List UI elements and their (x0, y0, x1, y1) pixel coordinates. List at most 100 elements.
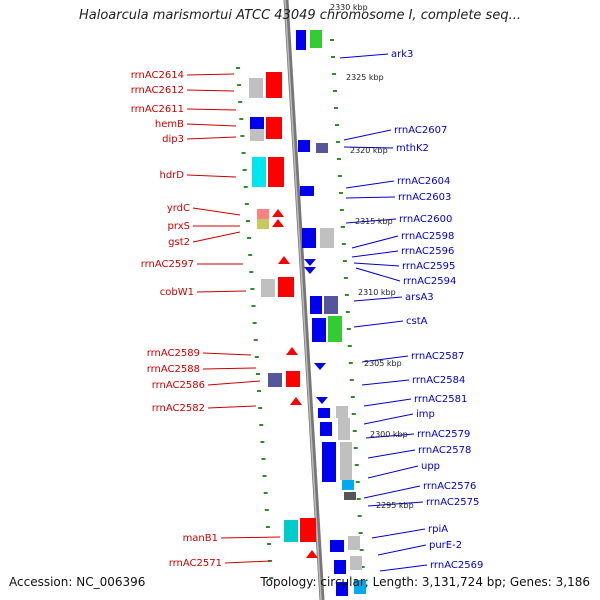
kbp-label: 2315 kbp (355, 217, 393, 226)
gene-arrow-down (302, 228, 316, 248)
gene-arrow-down (298, 140, 310, 152)
gene-box (338, 418, 350, 440)
gene-triangle (304, 259, 316, 266)
right-connector (353, 296, 403, 302)
left-connector (186, 108, 237, 111)
right-connector (371, 528, 426, 539)
right-connector (353, 320, 404, 328)
right-connector (365, 433, 415, 439)
right-connector (343, 146, 394, 149)
left-gene-label: manB1 (183, 533, 218, 544)
left-gene-label: rrnAC2586 (152, 380, 205, 391)
right-gene-label: rrnAC2607 (394, 125, 447, 136)
right-gene-label: rrnAC2596 (401, 246, 454, 257)
gene-box (257, 219, 269, 229)
left-connector (220, 536, 281, 539)
right-connector (343, 129, 392, 141)
left-connector (186, 73, 235, 76)
right-gene-label: purE-2 (429, 540, 462, 551)
gene-box (249, 78, 263, 98)
gene-box (250, 129, 264, 141)
left-connector (192, 207, 241, 216)
right-connector (361, 355, 409, 363)
kbp-label: 2310 kbp (358, 288, 396, 297)
gene-box (354, 580, 366, 594)
gene-triangle (304, 267, 316, 274)
gene-box (342, 480, 354, 490)
gene-triangle (290, 397, 302, 405)
gene-arrow-up (266, 72, 282, 98)
gene-box (344, 492, 356, 500)
right-gene-label: rrnAC2569 (430, 560, 483, 571)
left-connector (186, 174, 237, 178)
tick-marks (236, 39, 366, 585)
gene-box (310, 30, 322, 48)
right-connector (355, 267, 401, 282)
right-gene-label: rrnAC2579 (417, 429, 470, 440)
left-gene-label: cobW1 (160, 287, 194, 298)
gene-arrow-down (320, 422, 332, 436)
gene-arrow-down (336, 582, 348, 596)
gene-arrow-down (296, 30, 306, 50)
right-gene-label: rrnAC2581 (414, 394, 467, 405)
left-gene-label: rrnAC2571 (169, 558, 222, 569)
gene-triangle (272, 209, 284, 217)
backbone-line (283, 0, 325, 600)
right-connector (363, 485, 421, 499)
map-title: Haloarcula marismortui ATCC 43049 chromo… (79, 8, 521, 23)
left-gene-label: rrnAC2611 (131, 104, 184, 115)
right-gene-label: rrnAC2595 (402, 261, 455, 272)
right-gene-labels: ark3rrnAC2607mthK2rrnAC2604rrnAC2603rrnA… (339, 49, 483, 572)
gene-arrow-up (278, 277, 294, 297)
gene-box (284, 520, 298, 542)
right-connector (367, 465, 419, 479)
right-gene-label: rrnAC2600 (399, 214, 452, 225)
left-gene-label: rrnAC2612 (131, 85, 184, 96)
right-connector (351, 235, 399, 249)
left-connector (196, 290, 247, 293)
right-connector (361, 379, 410, 386)
gene-box (261, 279, 275, 297)
left-connector (186, 123, 237, 127)
kbp-label: 2325 kbp (346, 73, 384, 82)
kbp-label: 2295 kbp (376, 501, 414, 510)
left-gene-label: rrnAC2582 (152, 403, 205, 414)
gene-arrow-up (266, 117, 282, 139)
left-gene-label: rrnAC2614 (131, 70, 184, 81)
kbp-label: 2305 kbp (364, 359, 402, 368)
gene-triangle (306, 550, 318, 558)
gene-arrow-down (334, 560, 346, 574)
left-connector (202, 352, 252, 356)
gene-box (348, 536, 360, 550)
right-connector (363, 413, 414, 425)
right-gene-label: rrnAC2587 (411, 351, 464, 362)
left-gene-label: prxS (168, 221, 190, 232)
right-connector (379, 564, 428, 572)
left-gene-label: rrnAC2588 (147, 364, 200, 375)
right-gene-label: rrnAC2578 (418, 445, 471, 456)
left-connector (186, 89, 235, 92)
right-connector (377, 544, 427, 556)
left-connector (207, 380, 261, 386)
right-gene-label: rrnAC2598 (401, 231, 454, 242)
gene-box (328, 316, 342, 342)
right-connector (345, 180, 395, 189)
right-gene-label: rrnAC2594 (403, 276, 456, 287)
left-gene-label: rrnAC2597 (141, 259, 194, 270)
gene-arrow-down (310, 296, 322, 314)
gene-box (320, 228, 334, 248)
gene-triangle (272, 219, 284, 227)
gene-blocks (249, 30, 366, 596)
right-gene-label: mthK2 (396, 143, 429, 154)
right-gene-label: cstA (406, 316, 428, 327)
gene-triangle (278, 256, 290, 264)
left-connector (207, 405, 257, 409)
backbone (283, 0, 325, 600)
gene-arrow-down (312, 318, 326, 342)
gene-triangle (314, 363, 326, 370)
gene-triangle (316, 397, 328, 404)
gene-arrow-up (286, 371, 300, 387)
kbp-label: 2330 kbp (330, 3, 368, 12)
left-gene-labels: rrnAC2614rrnAC2612rrnAC2611hemBdip3hdrDy… (131, 70, 281, 569)
